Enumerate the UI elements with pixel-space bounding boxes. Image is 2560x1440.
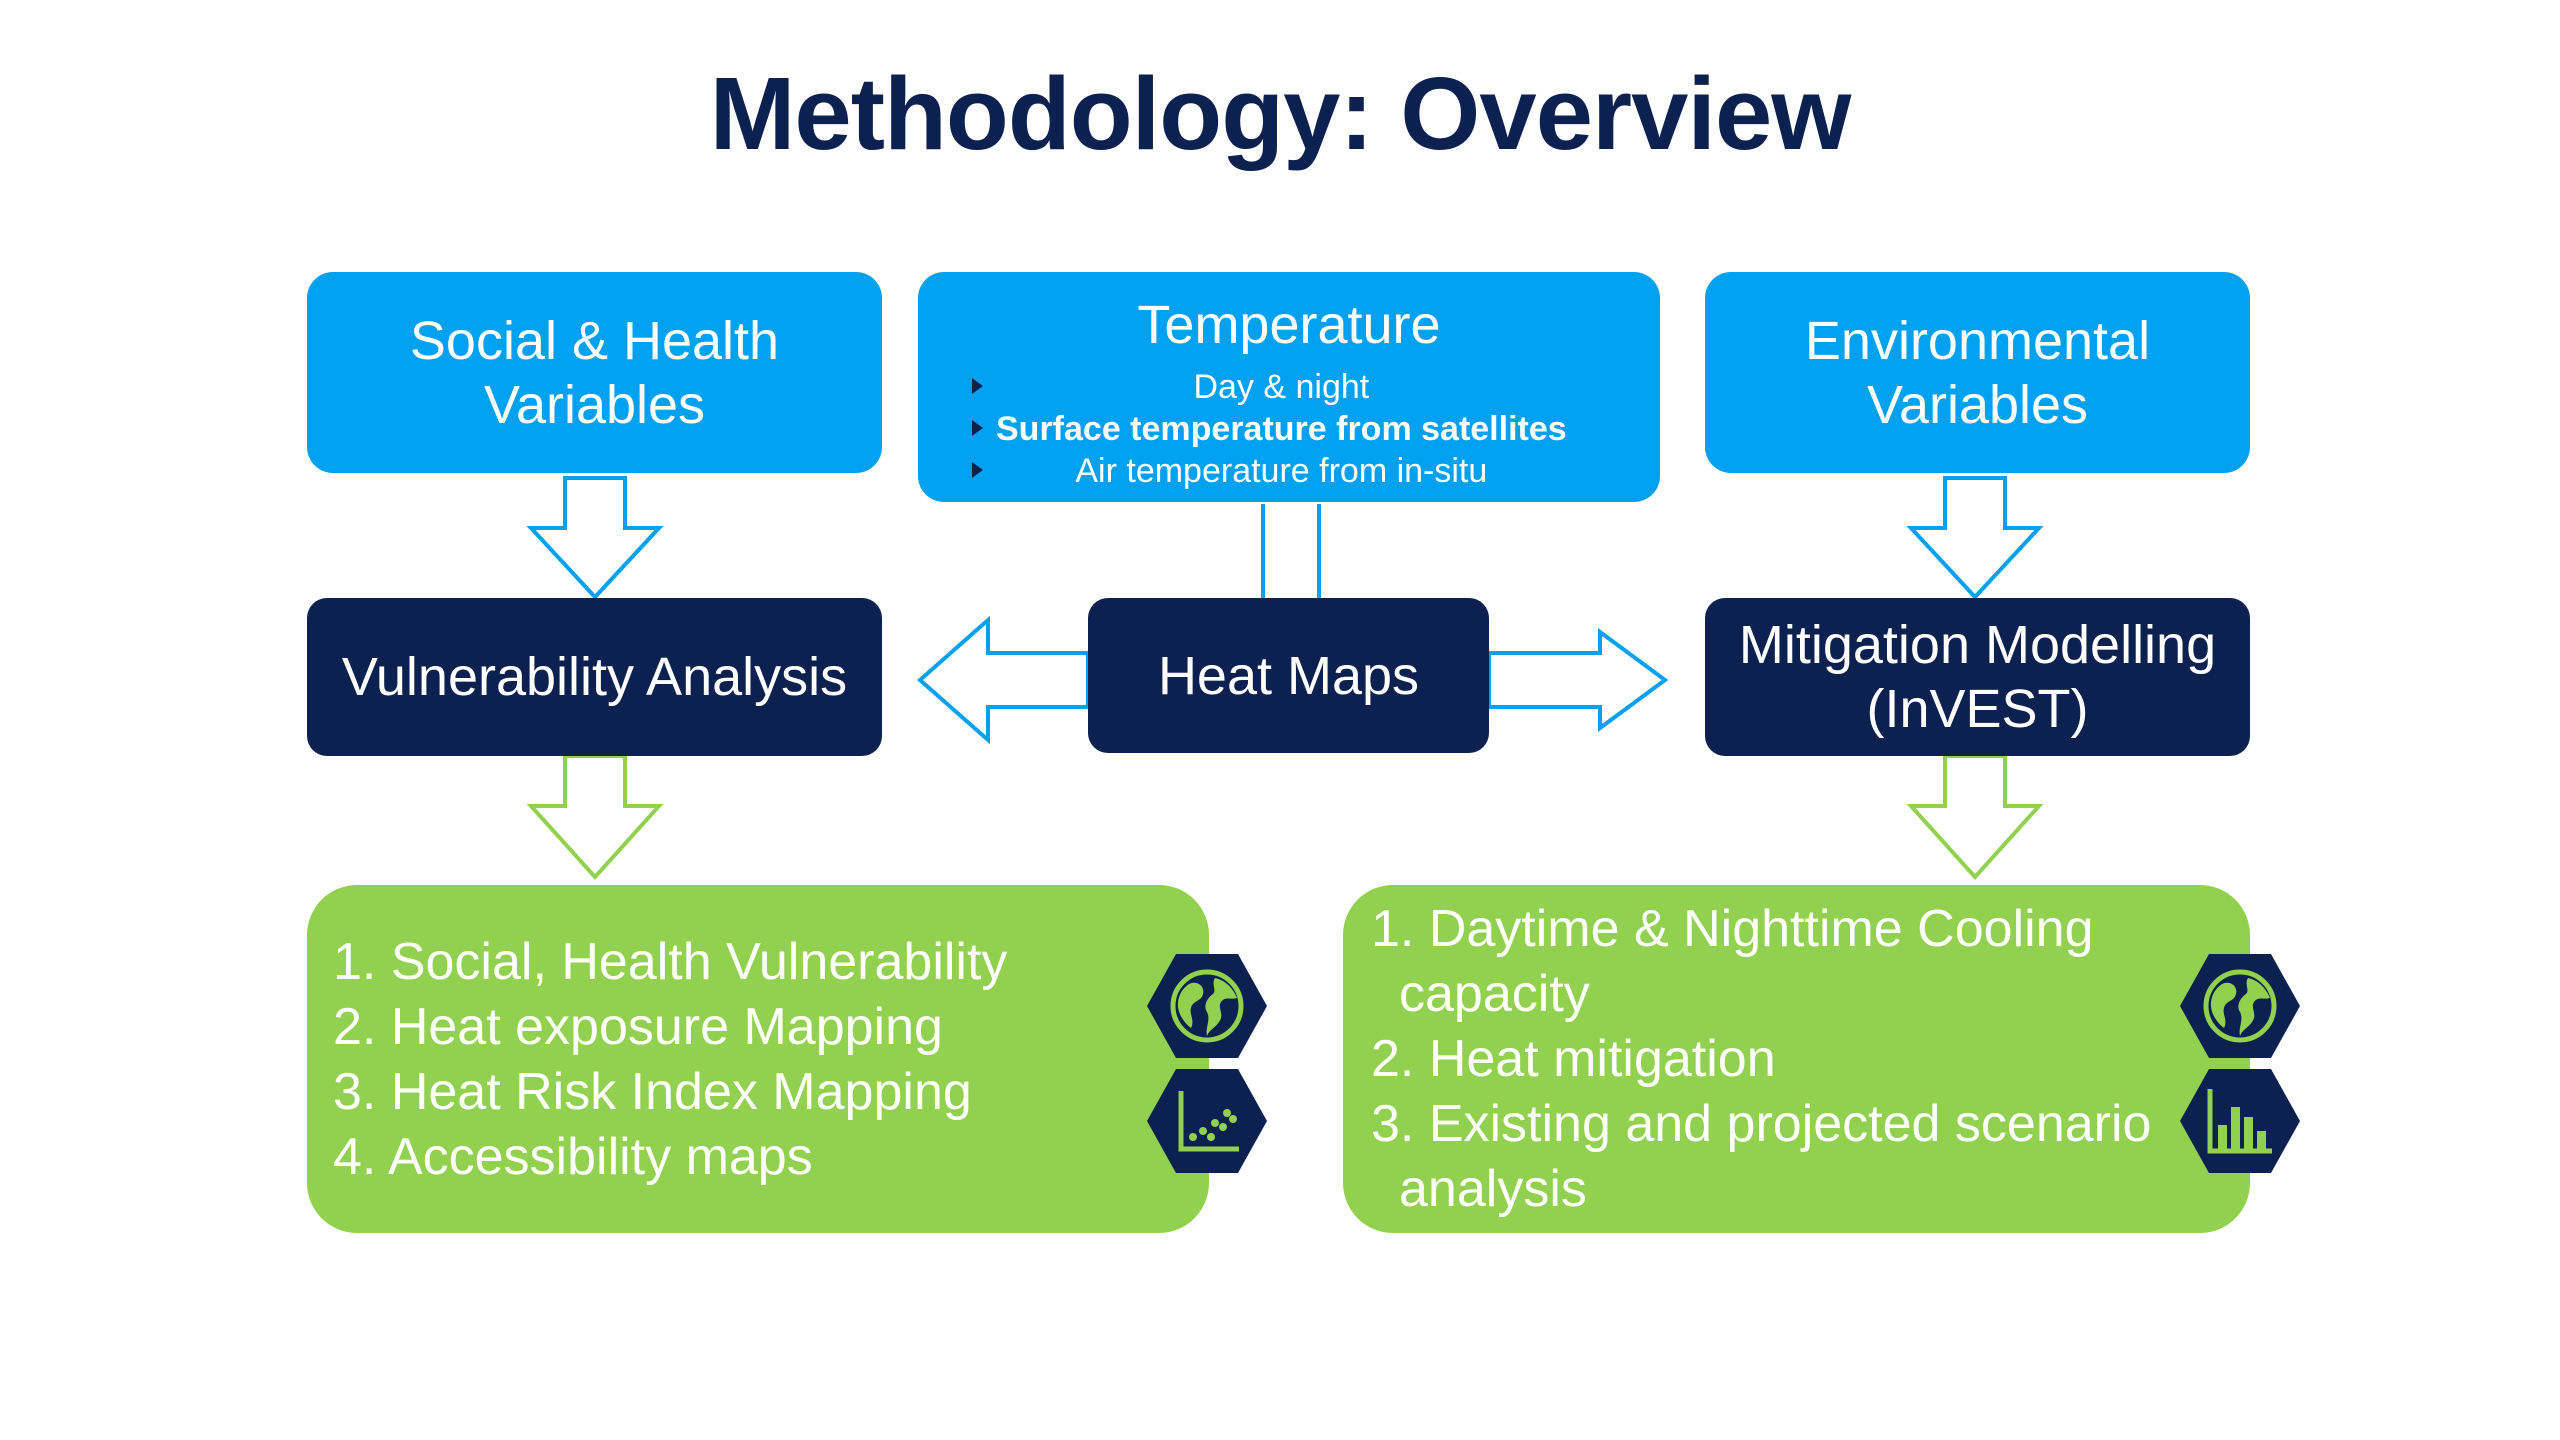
globe-icon: [1147, 954, 1267, 1058]
vulnerability-analysis-label: Vulnerability Analysis: [341, 647, 848, 707]
vulnerability-analysis-box: Vulnerability Analysis: [307, 598, 882, 756]
arrow-environmental-to-mitigation: [1906, 476, 2044, 600]
arrow-vulnerability-to-outputs: [526, 754, 664, 880]
temperature-bullet-in-situ: Air temperature from in-situ: [968, 450, 1567, 492]
mitigation-line1: Mitigation Modelling: [1738, 615, 2217, 675]
output-heat-mitigation: 2. Heat mitigation: [1371, 1030, 1776, 1088]
temperature-bullet-satellite: Surface temperature from satellites: [968, 408, 1567, 450]
left-outputs-box: 1. Social, Health Vulnerability 2. Heat …: [307, 885, 1209, 1233]
output-daytime-nighttime-cooling: 1. Daytime & Nighttime Cooling: [1371, 900, 2094, 958]
arrow-mitigation-to-outputs: [1906, 754, 2044, 880]
temperature-bullets: Day & night Surface temperature from sat…: [968, 366, 1567, 492]
arrow-heatmaps-to-vulnerability: [916, 615, 1090, 745]
heat-maps-label: Heat Maps: [1157, 645, 1420, 706]
left-outputs-list: 1. Social, Health Vulnerability 2. Heat …: [333, 930, 1007, 1190]
environmental-variables-box: Environmental Variables: [1705, 272, 2250, 473]
output-heat-exposure-mapping: 2. Heat exposure Mapping: [333, 998, 943, 1056]
temperature-title: Temperature: [1137, 295, 1441, 355]
scatter-plot-icon: [1147, 1069, 1267, 1173]
mitigation-line2: (InVEST): [1866, 679, 2089, 739]
page-title: Methodology: Overview: [709, 56, 1852, 171]
output-accessibility-maps: 4. Accessibility maps: [333, 1128, 813, 1186]
output-heat-risk-index-mapping: 3. Heat Risk Index Mapping: [333, 1063, 972, 1121]
temperature-box: Temperature Day & night Surface temperat…: [918, 272, 1660, 502]
right-outputs-box: 1. Daytime & Nighttime Cooling capacity …: [1343, 885, 2250, 1233]
social-health-line1: Social & Health: [409, 310, 780, 371]
environmental-line1: Environmental: [1804, 310, 2151, 371]
output-scenario-analysis: analysis: [1399, 1160, 1587, 1218]
temperature-bullet-day-night: Day & night: [968, 366, 1567, 408]
output-cooling-capacity: capacity: [1399, 965, 1590, 1023]
heat-maps-box: Heat Maps: [1088, 598, 1489, 753]
arrow-social-to-vulnerability: [526, 476, 664, 600]
output-scenario: 3. Existing and projected scenario: [1371, 1095, 2152, 1153]
right-outputs-list: 1. Daytime & Nighttime Cooling capacity …: [1371, 897, 2151, 1222]
mitigation-modelling-box: Mitigation Modelling (InVEST): [1705, 598, 2250, 756]
bar-chart-icon: [2180, 1069, 2300, 1173]
social-health-variables-box: Social & Health Variables: [307, 272, 882, 473]
output-social-health-vulnerability: 1. Social, Health Vulnerability: [333, 933, 1008, 991]
social-health-line2: Variables: [483, 374, 706, 435]
globe-icon: [2180, 954, 2300, 1058]
environmental-line2: Variables: [1866, 374, 2089, 435]
arrow-heatmaps-to-mitigation: [1487, 628, 1669, 732]
